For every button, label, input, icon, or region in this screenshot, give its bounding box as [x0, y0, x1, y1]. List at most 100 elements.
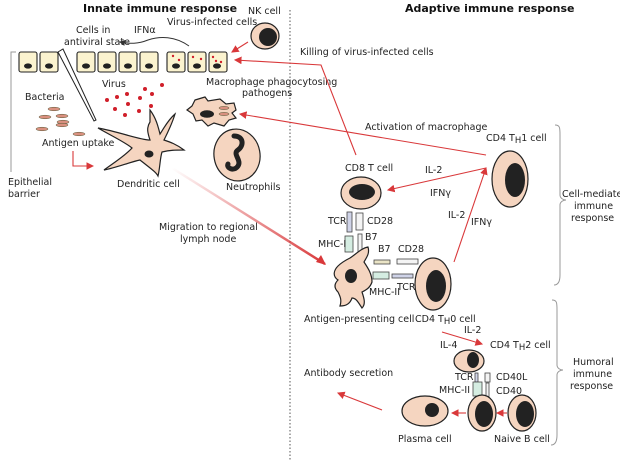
cd40l-label: CD40L	[496, 372, 528, 383]
cd4-th0-label: CD4 TH0 cell	[415, 314, 476, 327]
activated-b-cell	[467, 394, 497, 432]
infected-epithelial-cell	[208, 51, 228, 73]
mhc-ii-label: MHC-II	[369, 287, 400, 298]
epithelial-cell	[118, 51, 138, 73]
mhc-ii-label: MHC-II	[439, 385, 470, 396]
plasma-cell-label: Plasma cell	[398, 434, 452, 445]
cd28-label: CD28	[398, 244, 424, 255]
antibody-secretion-label: Antibody secretion	[304, 368, 393, 379]
antigen-uptake-label: Antigen uptake	[42, 138, 115, 149]
epithelial-barrier-bracket	[10, 51, 16, 172]
plasma-cell	[401, 395, 449, 427]
naive-b-cell-label: Naive B cell	[494, 434, 550, 445]
epithelial-cell	[139, 51, 159, 73]
ifn-alpha-arrow	[119, 37, 190, 47]
virus-label: Virus	[102, 79, 126, 90]
bacteria	[35, 106, 86, 137]
il2-label: IL-2	[464, 325, 481, 336]
cd40-label: CD40	[496, 386, 522, 397]
tcr-receptor	[474, 372, 479, 383]
dendrite-probe	[57, 48, 97, 122]
cd28-receptor	[396, 258, 419, 265]
antibody-secretion-arrow	[336, 391, 383, 411]
tcr-label: TCR	[454, 372, 474, 383]
b7-molecule	[373, 259, 391, 265]
nk-kill-arrow	[231, 41, 249, 53]
adaptive-title: Adaptive immune response	[405, 2, 575, 15]
th0-to-th2-arrow	[441, 331, 484, 346]
tcr-receptor	[346, 211, 353, 233]
cd4-th0-cell	[414, 257, 452, 311]
bacteria-label: Bacteria	[25, 92, 65, 103]
humoral-label: response	[570, 381, 613, 392]
naive-b-cell	[507, 394, 537, 432]
il2-label: IL-2	[425, 165, 442, 176]
nk-cell-label: NK cell	[248, 6, 281, 17]
virus-particles	[105, 83, 164, 117]
epithelial-cell	[18, 51, 38, 73]
infected-epithelial-cell	[187, 51, 207, 73]
b7-label: B7	[378, 244, 391, 255]
epithelial-barrier-label: Epithelial	[8, 177, 52, 188]
humoral-label: Humoral	[573, 357, 614, 368]
cell-mediated-label: Cell-mediated	[562, 189, 620, 200]
antigen-uptake-arrow	[72, 151, 95, 170]
cd8-t-cell	[340, 176, 382, 210]
infected-epithelial-cell	[166, 51, 186, 73]
cd28-receptor	[355, 212, 364, 231]
epithelial-cell	[39, 51, 59, 73]
innate-title: Innate immune response	[83, 2, 237, 15]
b7-label: B7	[365, 232, 378, 243]
epithelial-layer	[18, 51, 228, 73]
mhc-i-label: MHC-I	[318, 239, 346, 250]
cells-antiviral-label: Cells in	[76, 25, 110, 36]
neutrophils-label: Neutrophils	[226, 182, 281, 193]
il4-label: IL-4	[440, 340, 457, 351]
macrophage-label: Macrophage phagocytosing	[206, 77, 337, 88]
cd8-t-cell-label: CD8 T cell	[345, 163, 393, 174]
activation-macrophage-arrow	[238, 111, 487, 156]
humoral-bracket	[550, 299, 564, 446]
ifng-label: IFNγ	[430, 188, 451, 199]
cell-mediated-bracket	[553, 124, 567, 286]
cd28-label: CD28	[367, 216, 393, 227]
tcr-label: TCR	[327, 216, 347, 227]
cells-antiviral-label: antiviral state	[64, 37, 130, 48]
migration-arrow	[171, 166, 326, 266]
cd4-th2-label: CD4 TH2 cell	[490, 340, 551, 353]
epithelial-barrier-label: barrier	[8, 189, 40, 200]
ifn-alpha-label: IFNα	[134, 25, 156, 36]
epithelial-cell	[97, 51, 117, 73]
il2-ifng-to-cd8-arrow	[386, 167, 487, 193]
cell-mediated-label: immune	[574, 201, 613, 212]
th0-to-th1-arrow	[453, 166, 488, 263]
cell-mediated-label: response	[571, 213, 614, 224]
dendritic-cell-label: Dendritic cell	[117, 179, 180, 190]
mhc-i-molecule	[344, 235, 354, 253]
epithelial-cell	[76, 51, 96, 73]
cd40l-molecule	[484, 372, 491, 383]
apc-label: Antigen-presenting cell	[304, 314, 414, 325]
migration-arrowhead	[316, 255, 326, 265]
antigen-presenting-cell	[333, 246, 373, 309]
cd4-th2-cell	[453, 349, 485, 373]
nk-cell	[250, 22, 280, 50]
activation-macrophage-label: Activation of macrophage	[365, 122, 487, 133]
dendritic-cell	[97, 108, 186, 178]
tcr-receptor	[391, 273, 414, 279]
migration-label: lymph node	[180, 234, 236, 245]
mhc-ii-molecule	[372, 271, 390, 280]
macrophage-label: pathogens	[242, 88, 292, 99]
migration-label: Migration to regional	[159, 222, 258, 233]
neutrophil	[213, 128, 261, 182]
macrophage	[185, 96, 238, 127]
ifng-label: IFNγ	[471, 217, 492, 228]
cd4-th1-cell	[491, 150, 529, 208]
virus-infected-cells-label: Virus-infected cells	[167, 17, 257, 28]
tcr-label: TCR	[396, 282, 416, 293]
killing-label: Killing of virus-infected cells	[300, 47, 434, 58]
il2-label: IL-2	[448, 210, 465, 221]
killing-arrow	[233, 56, 357, 156]
humoral-label: immune	[573, 369, 612, 380]
